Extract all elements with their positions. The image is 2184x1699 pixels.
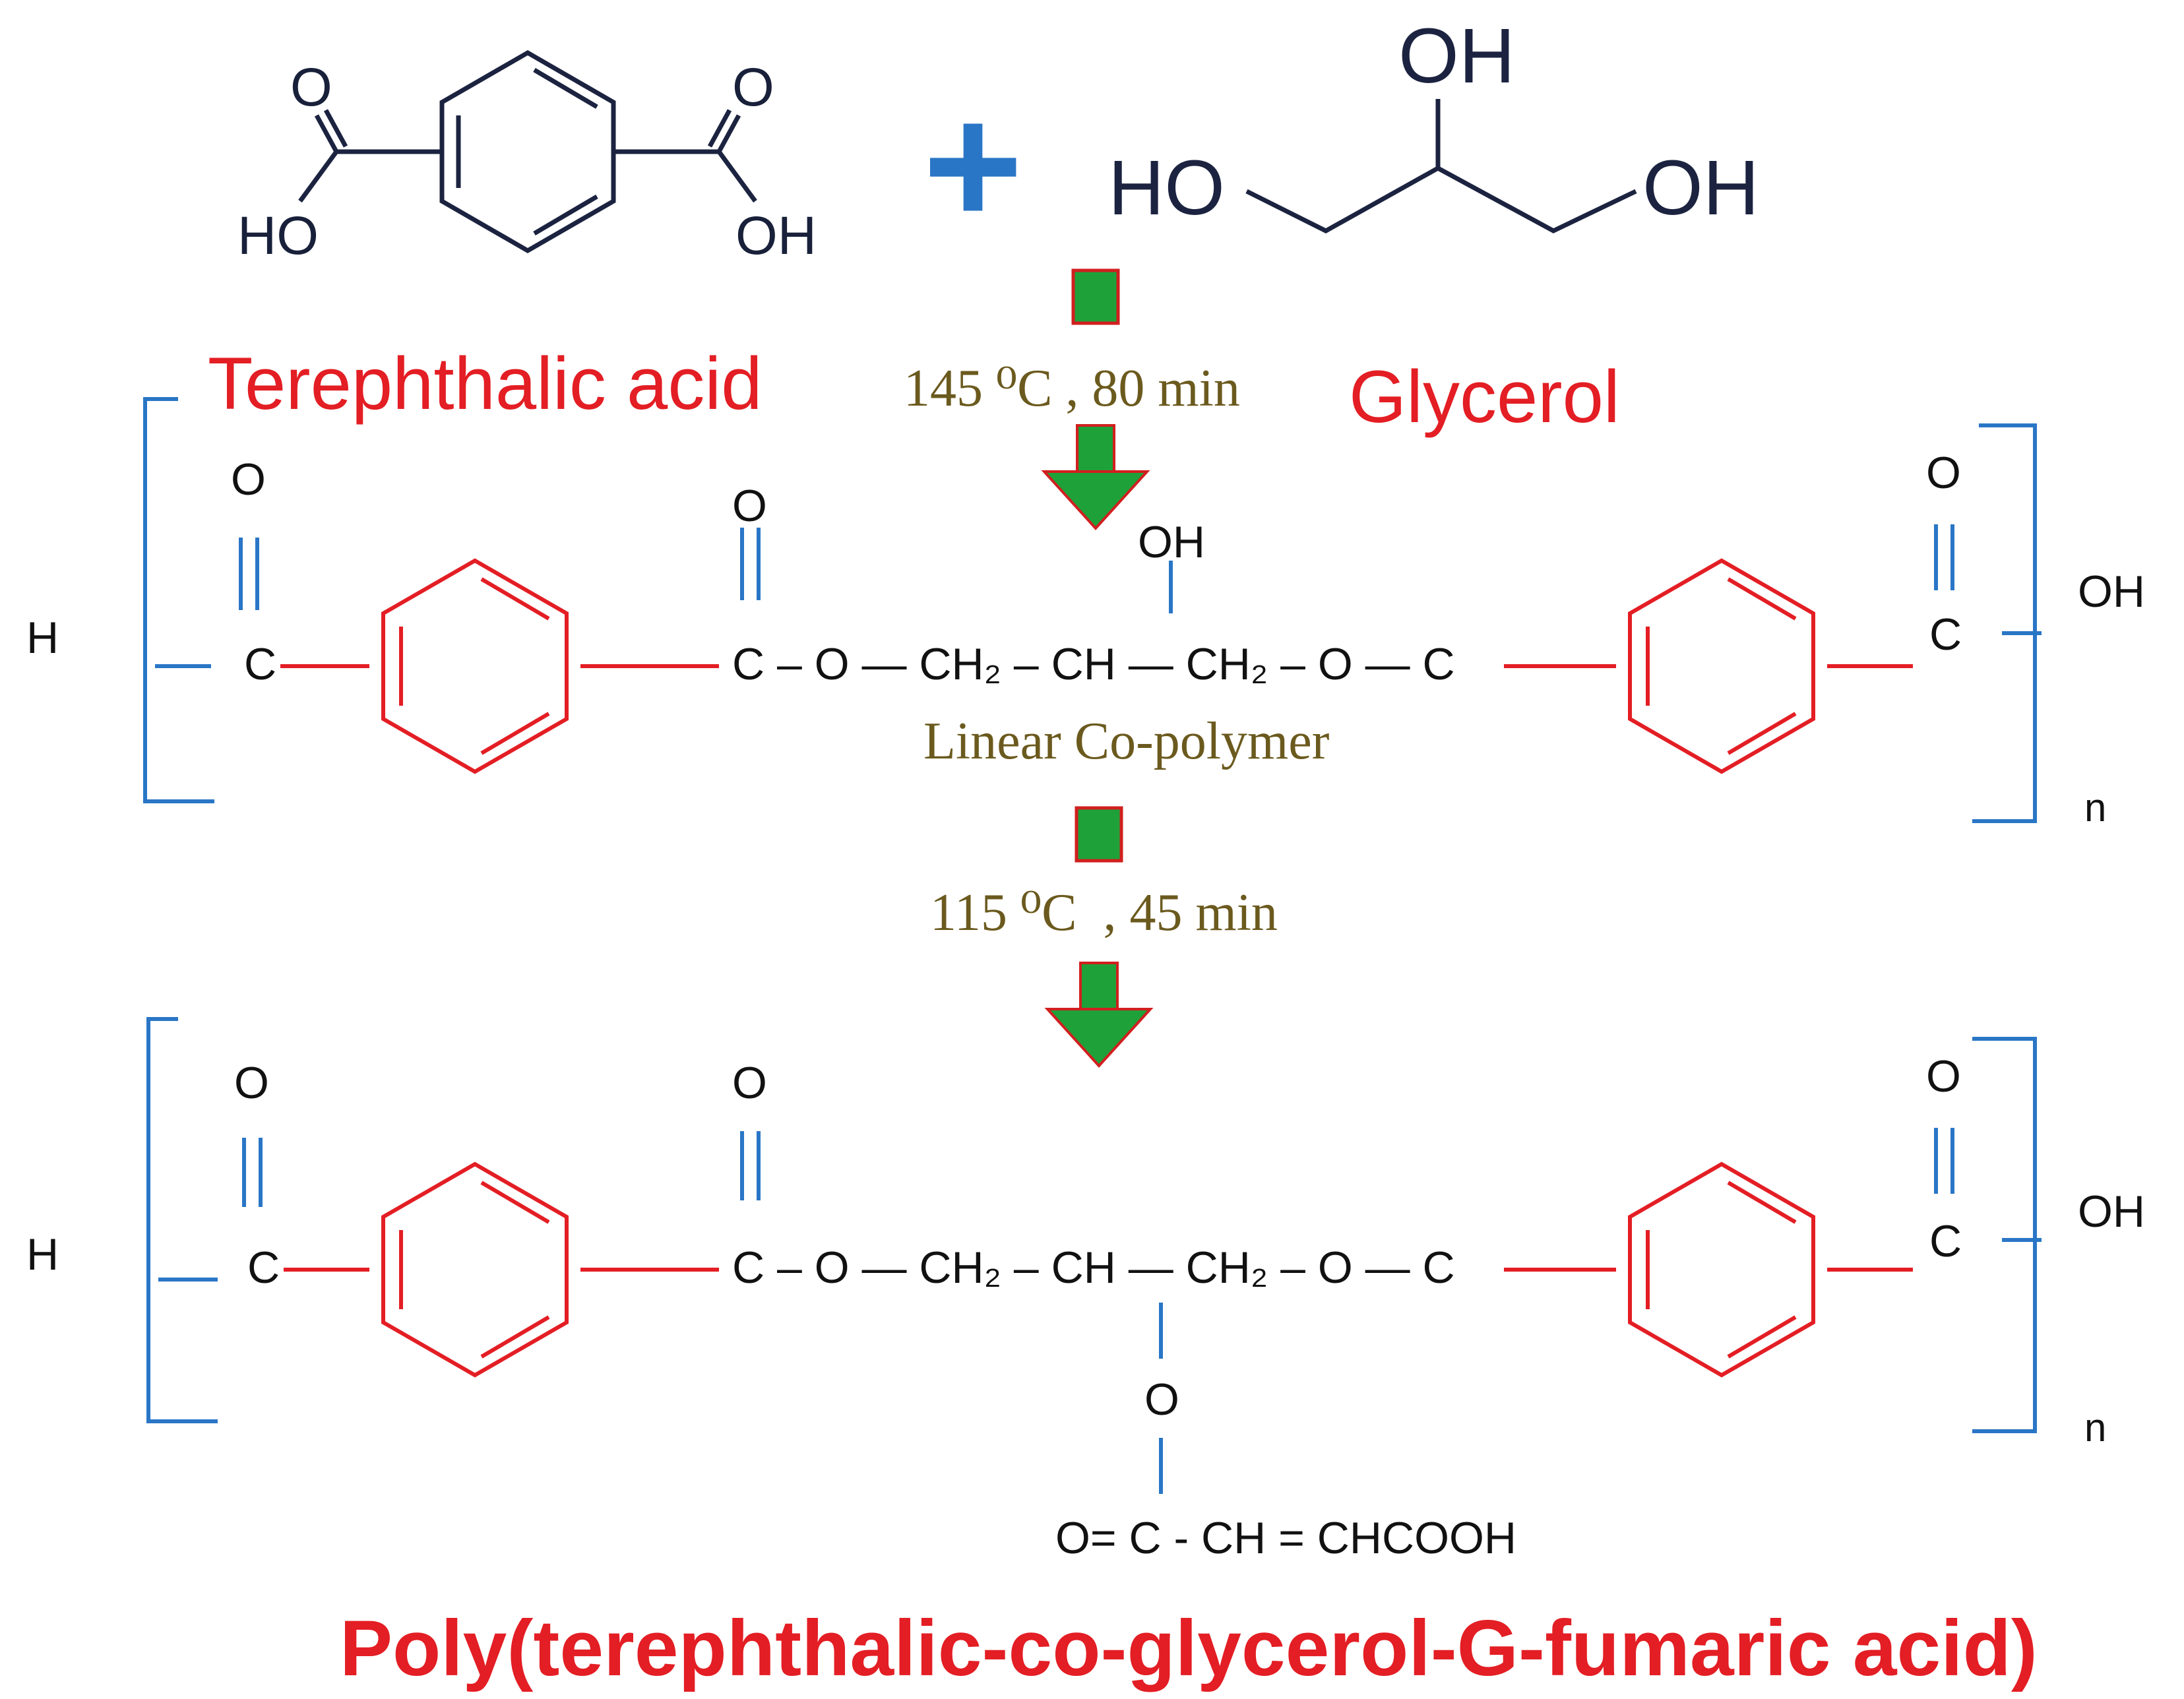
step1-indicator-icon — [1073, 270, 1118, 323]
terephthalic-o-left: O — [290, 57, 332, 117]
glycerol-name: Glycerol — [1349, 355, 1620, 438]
carbonyl-o-2: O — [732, 481, 767, 531]
linear-copolymer-structure: H O C O C – O — CH₂ – CH — CH₂ – O — C O… — [26, 397, 2145, 830]
graft-copolymer-structure: H O C O C – O — CH₂ – CH — CH₂ – O — C O… — [26, 1017, 2145, 1563]
terephthalic-o-right: O — [732, 57, 774, 117]
carbonyl-c-end: C — [1929, 1216, 1962, 1266]
carbonyl-o-2: O — [732, 1058, 767, 1108]
ester-chain: C – O — CH₂ – CH — CH₂ – O — C — [732, 1243, 1455, 1293]
glycerol-oh-right: OH — [1642, 144, 1759, 232]
terephthalic-acid-name: Terephthalic acid — [208, 342, 763, 425]
step1-conditions: 145 ⁰C , 80 min — [904, 359, 1240, 417]
repeat-n: n — [2084, 786, 2106, 830]
plus-sign: + — [923, 70, 1023, 261]
terephthalic-oh-right: OH — [735, 206, 817, 266]
carbonyl-c-1: C — [247, 1243, 280, 1293]
h-end: H — [26, 613, 59, 663]
side-o: O — [1144, 1375, 1179, 1425]
down-arrow-icon — [1043, 424, 1148, 530]
terephthalic-ho-left: HO — [237, 206, 319, 266]
carbonyl-o-1: O — [234, 1058, 269, 1108]
oh-end: OH — [2078, 567, 2145, 617]
carbonyl-o-1: O — [231, 454, 266, 505]
carbonyl-o-end: O — [1926, 448, 1961, 498]
carbonyl-c-1: C — [244, 639, 276, 689]
carbonyl-c-end: C — [1929, 609, 1962, 660]
ester-chain: C – O — CH₂ – CH — CH₂ – O — C — [732, 639, 1455, 689]
carbonyl-o-end: O — [1926, 1051, 1961, 1101]
down-arrow-icon — [1046, 962, 1152, 1067]
product-name: Poly(terephthalic-co-glycerol-G-fumaric … — [340, 1604, 2038, 1692]
terephthalic-acid-structure: O HO O OH — [237, 53, 817, 266]
step2-indicator-icon — [1076, 808, 1121, 861]
repeat-n: n — [2084, 1406, 2106, 1450]
glycerol-structure: HO OH OH — [1108, 13, 1759, 233]
step2-conditions: 115 ⁰C , 45 min — [930, 884, 1278, 942]
linear-copolymer-label: Linear Co-polymer — [923, 712, 1329, 770]
fumaric-group: O= C - CH = CHCOOH — [1055, 1513, 1516, 1563]
oh-end: OH — [2078, 1187, 2145, 1237]
h-end: H — [26, 1229, 59, 1280]
glycerol-ho-left: HO — [1108, 144, 1225, 232]
glycerol-oh-top: OH — [1398, 13, 1515, 100]
side-oh: OH — [1138, 517, 1205, 567]
